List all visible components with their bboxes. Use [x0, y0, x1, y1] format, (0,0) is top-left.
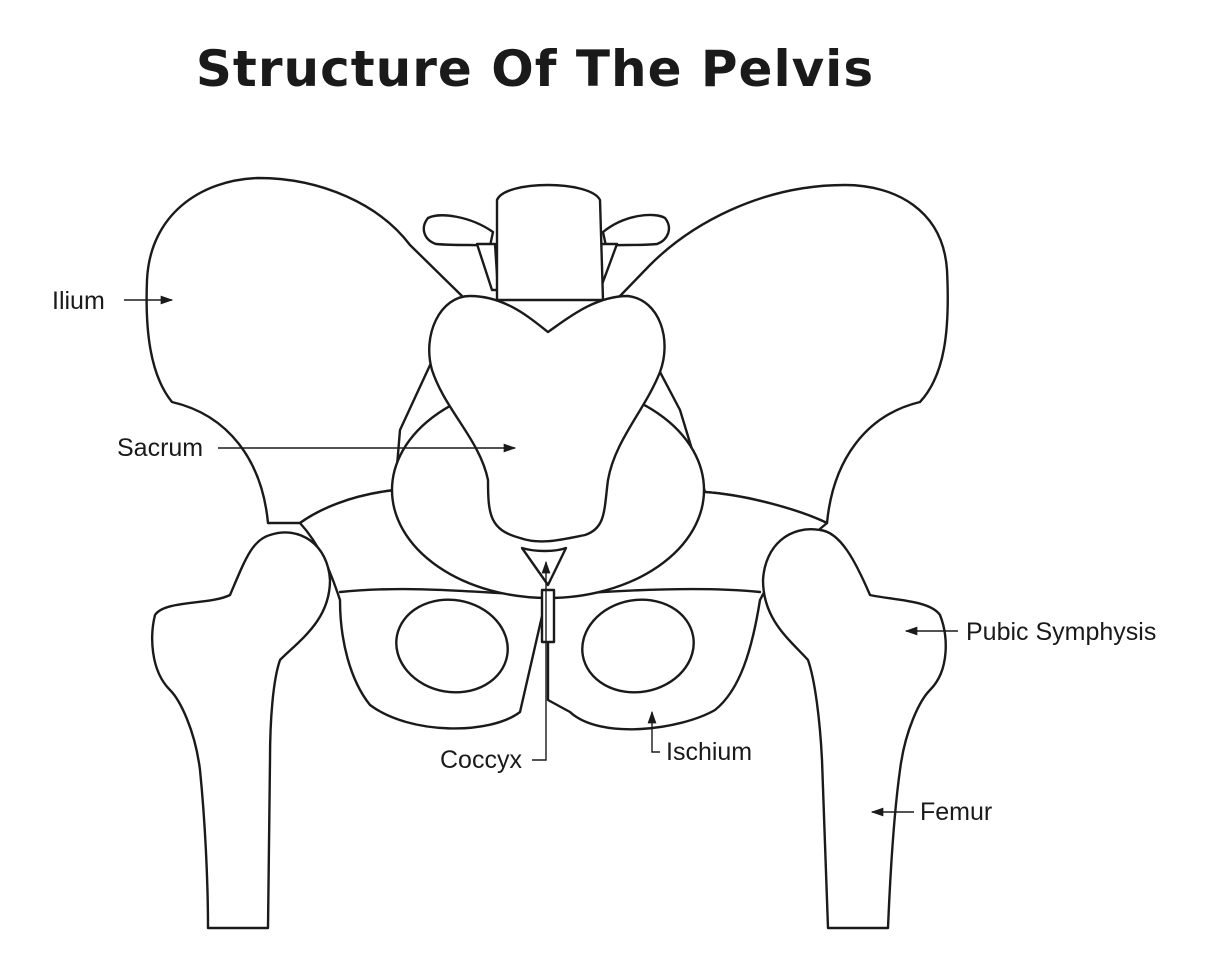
page-title: Structure Of The Pelvis: [195, 40, 875, 98]
label-ilium: Ilium: [52, 287, 105, 315]
right-femur: [761, 528, 947, 930]
label-femur: Femur: [920, 798, 992, 826]
coccyx-leader: [532, 560, 551, 761]
label-sacrum: Sacrum: [117, 434, 203, 462]
vertebra-pedicle-left: [475, 242, 500, 292]
vertebra-right-process: [601, 213, 671, 248]
label-ischium: Ischium: [666, 738, 752, 766]
label-coccyx: Coccyx: [440, 746, 522, 774]
vertebra-left-process: [422, 214, 495, 248]
vertebra-body: [495, 183, 605, 302]
left-obturator-foramen: [395, 598, 509, 694]
label-pubic-symphysis: Pubic Symphysis: [966, 618, 1156, 646]
ischium-leader: [647, 710, 660, 753]
sacrum: [428, 294, 666, 543]
left-femur: [151, 531, 332, 930]
right-obturator-foramen: [581, 598, 695, 694]
coccyx-segment: [540, 588, 556, 644]
